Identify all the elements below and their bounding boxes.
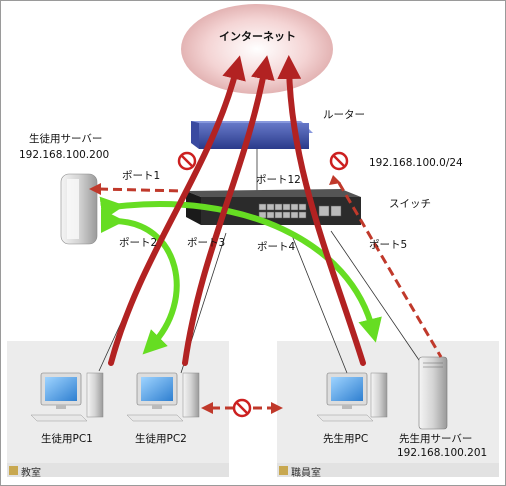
teacher-server-ip: 192.168.100.201 <box>397 447 488 459</box>
port12-label: ポート12 <box>256 174 301 186</box>
student-server <box>60 173 98 245</box>
router-label: ルーター <box>323 109 365 121</box>
internet-label: インターネット <box>219 30 296 43</box>
allowed-server-flows <box>99 196 382 355</box>
no-entry-icon <box>329 151 349 171</box>
teacher-server <box>418 356 448 430</box>
network-label: 192.168.100.0/24 <box>369 157 463 169</box>
port5-label: ポート5 <box>369 239 408 251</box>
switch-label: スイッチ <box>389 198 431 210</box>
port4-label: ポート4 <box>257 241 296 253</box>
internet-flows <box>108 55 366 366</box>
student-pc1-label: 生徒用PC1 <box>41 433 93 445</box>
student-server-ip: 192.168.100.200 <box>19 149 110 161</box>
teacher-server-name: 先生用サーバー <box>399 433 473 445</box>
internet-cloud <box>181 4 333 94</box>
classroom-label: 教室 <box>21 468 41 479</box>
staff-room-label: 職員室 <box>291 468 321 479</box>
staff-room-folder-icon <box>279 466 288 475</box>
student-pc1 <box>30 372 104 422</box>
classroom-folder-icon <box>9 466 18 475</box>
teacher-pc-label: 先生用PC <box>323 433 369 445</box>
staff-room-area <box>277 341 499 477</box>
student-server-name: 生徒用サーバー <box>29 133 103 145</box>
port3-label: ポート3 <box>187 237 226 249</box>
teacher-pc <box>316 372 388 422</box>
no-entry-icon <box>177 151 197 171</box>
port2-label: ポート2 <box>119 237 158 249</box>
student-pc2-label: 生徒用PC2 <box>135 433 187 445</box>
no-entry-icon <box>232 398 252 418</box>
student-pc2 <box>126 372 200 422</box>
port1-label: ポート1 <box>122 170 161 182</box>
